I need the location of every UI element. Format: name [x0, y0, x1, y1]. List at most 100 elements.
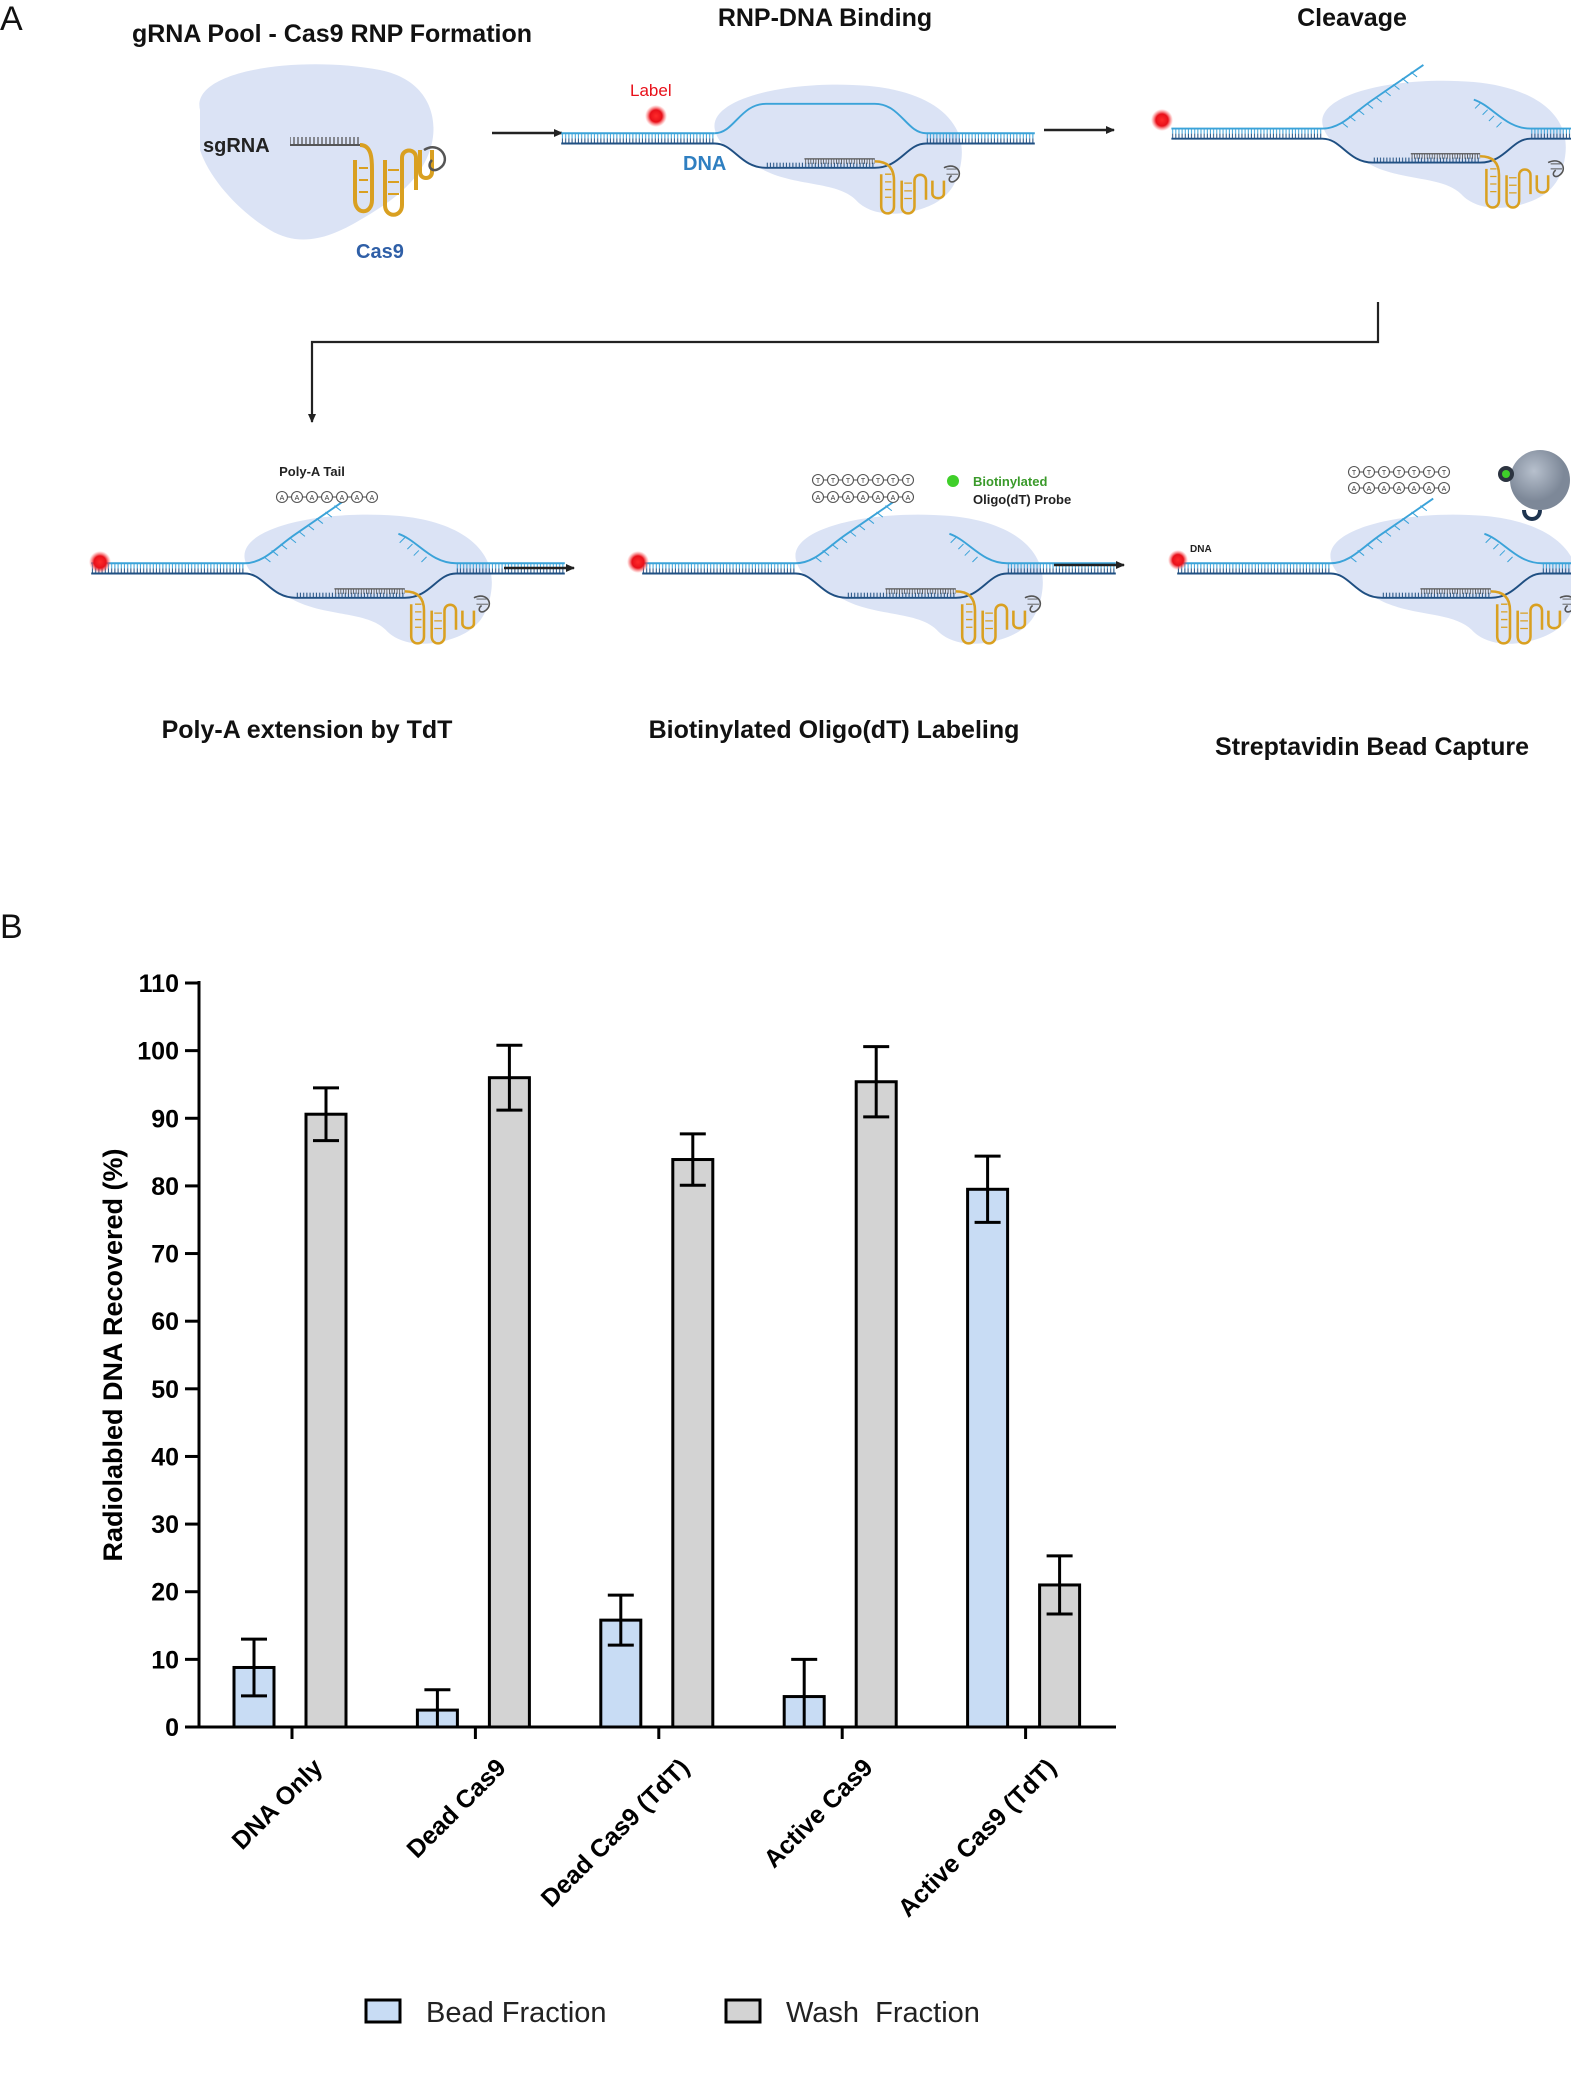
step-title-polya: Poly-A extension by TdT	[162, 716, 453, 744]
label-tag: Label	[630, 81, 672, 100]
red-label-dot-capture	[1168, 550, 1188, 570]
adenine-bead-letter: A	[861, 495, 866, 502]
thymine-bead-letter: T	[1397, 470, 1402, 477]
bar-wash	[487, 1076, 531, 1729]
red-label-dot-oligo	[627, 551, 649, 573]
biotinylated-label: Biotinylated	[973, 474, 1047, 489]
adenine-bead	[901, 490, 915, 504]
y-tick-label: 60	[151, 1308, 179, 1336]
capture-illustration	[1175, 497, 1571, 646]
legend-label: Bead Fraction	[426, 1997, 607, 2029]
y-tick-label: 30	[151, 1511, 179, 1539]
y-tick-label: 20	[151, 1579, 179, 1607]
thymine-bead-letter: T	[861, 478, 866, 485]
step-title-formation: gRNA Pool - Cas9 RNP Formation	[132, 20, 532, 48]
x-tick-label: Active Cas9 (TdT)	[893, 1753, 1062, 1922]
y-tick-label: 50	[151, 1376, 179, 1404]
thymine-bead-letter: T	[891, 478, 896, 485]
thymine-bead-letter: T	[846, 478, 851, 485]
rnp-dna-binding-illustration	[559, 83, 1037, 216]
cas9-label: Cas9	[356, 241, 404, 263]
adenine-bead-letter: A	[816, 495, 821, 502]
adenine-bead-letter: A	[1352, 486, 1357, 493]
adenine-bead-letter: A	[891, 495, 896, 502]
adenine-bead-letter: A	[876, 495, 881, 502]
legend-label: Wash Fraction	[786, 1997, 980, 2029]
thymine-bead-letter: T	[1442, 470, 1447, 477]
streptavidin-bead	[1510, 450, 1570, 510]
adenine-bead-letter: A	[340, 495, 345, 502]
adenine-bead-letter: A	[1442, 486, 1447, 493]
adenine-bead	[365, 490, 379, 504]
red-label-dot-polya	[89, 551, 111, 573]
red-label-dot-binding	[645, 105, 667, 127]
adenine-bead-letter: A	[280, 495, 285, 502]
oligo-probe-beads: A A A A A A A T T T T T T T	[811, 473, 915, 504]
connector-arrow	[308, 302, 1380, 423]
step-title-oligo: Biotinylated Oligo(dT) Labeling	[649, 716, 1020, 744]
bead-biotin-core	[1502, 470, 1510, 478]
dna-label: DNA	[683, 153, 726, 175]
adenine-bead-letter: A	[1427, 486, 1432, 493]
adenine-bead-letter: A	[1397, 486, 1402, 493]
panel-a-label: A	[0, 0, 23, 38]
adenine-bead-letter: A	[906, 495, 911, 502]
adenine-bead-letter: A	[1412, 486, 1417, 493]
thymine-bead-letter: T	[906, 478, 911, 485]
bar-wash	[304, 1112, 348, 1729]
thymine-bead-letter: T	[1412, 470, 1417, 477]
y-tick-label: 90	[151, 1105, 179, 1133]
thymine-bead-letter: T	[816, 478, 821, 485]
polya-illustration	[89, 497, 567, 646]
adenine-bead-letter: A	[325, 495, 330, 502]
y-tick-label: 70	[151, 1241, 179, 1269]
thymine-bead-letter: T	[876, 478, 881, 485]
step-title-binding: RNP-DNA Binding	[718, 4, 932, 32]
oligo-illustration	[640, 497, 1118, 646]
sgrna-label: sgRNA	[203, 135, 270, 157]
thymine-bead	[1437, 465, 1451, 479]
biotin-dot	[947, 475, 959, 487]
adenine-bead-letter: A	[1382, 486, 1387, 493]
thymine-bead-letter: T	[831, 478, 836, 485]
step-title-capture: Streptavidin Bead Capture	[1215, 733, 1529, 761]
thymine-bead	[901, 473, 915, 487]
adenine-bead-letter: A	[310, 495, 315, 502]
thymine-bead-letter: T	[1367, 470, 1372, 477]
legend-swatch	[724, 1998, 762, 2024]
y-tick-label: 40	[151, 1443, 179, 1471]
x-tick-label: DNA Only	[227, 1753, 329, 1855]
adenine-bead-letter: A	[295, 495, 300, 502]
y-tick-label: 110	[139, 970, 179, 998]
x-tick-label: Dead Cas9 (TdT)	[536, 1753, 695, 1912]
y-axis-label: Radiolabled DNA Recovered (%)	[98, 1148, 128, 1561]
rnp-formation-illustration	[199, 64, 447, 240]
adenine-bead-letter: A	[370, 495, 375, 502]
bead-handle	[1522, 509, 1542, 521]
thymine-bead-letter: T	[1352, 470, 1357, 477]
polya-tail-label: Poly-A Tail	[279, 464, 345, 479]
bar-wash	[671, 1158, 715, 1729]
bar-wash	[854, 1080, 898, 1729]
cleavage-illustration	[1170, 63, 1571, 210]
y-tick-label: 10	[151, 1646, 179, 1674]
bar-bead	[966, 1187, 1010, 1729]
adenine-bead-letter: A	[831, 495, 836, 502]
y-tick-label: 100	[137, 1038, 179, 1066]
x-tick-label: Active Cas9	[758, 1753, 878, 1873]
adenine-bead-letter: A	[355, 495, 360, 502]
adenine-bead-letter: A	[846, 495, 851, 502]
dna-small-label: DNA	[1190, 544, 1212, 555]
legend-swatch	[364, 1998, 402, 2024]
adenine-bead	[1437, 481, 1451, 495]
oligo-probe-label: Oligo(dT) Probe	[973, 492, 1071, 507]
step-title-cleavage: Cleavage	[1297, 4, 1407, 32]
adenine-bead-letter: A	[1367, 486, 1372, 493]
thymine-bead-letter: T	[1382, 470, 1387, 477]
x-tick-label: Dead Cas9	[401, 1753, 511, 1863]
y-tick-label: 80	[151, 1173, 179, 1201]
red-label-dot-cleavage	[1151, 109, 1173, 131]
